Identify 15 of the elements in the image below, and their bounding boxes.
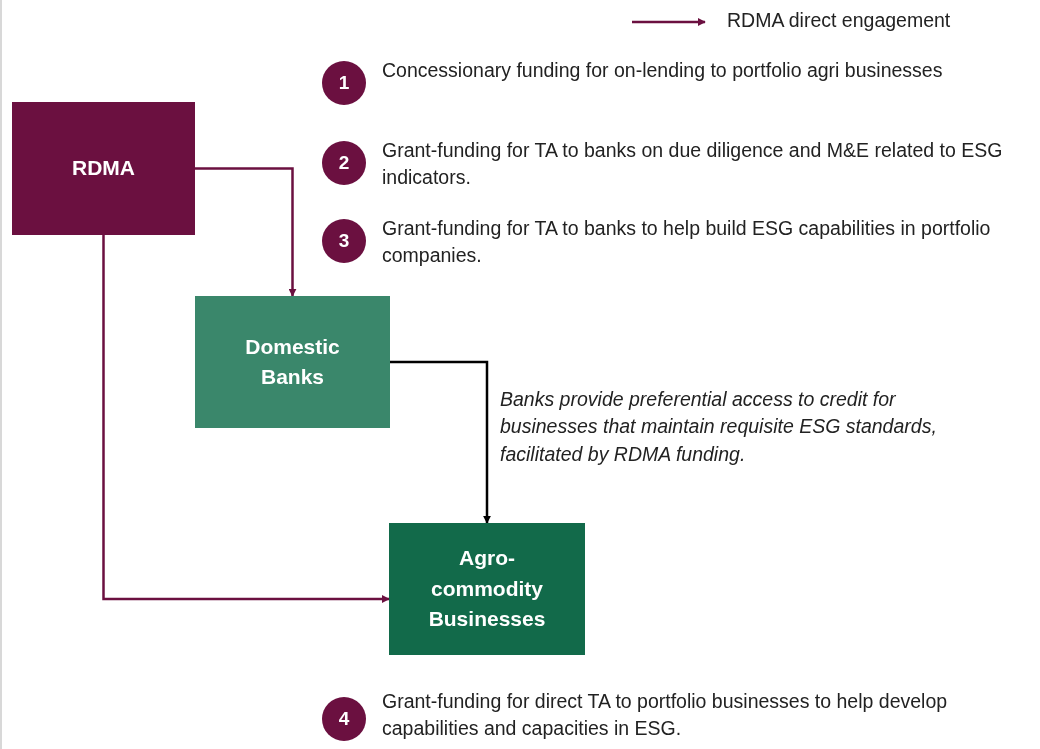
step-number: 4 (322, 697, 366, 741)
step-number: 1 (322, 61, 366, 105)
legend-text: RDMA direct engagement (727, 9, 951, 32)
arrow (102, 235, 390, 603)
entity-box: RDMA (12, 102, 195, 235)
arrow (195, 167, 297, 297)
step-number: 3 (322, 219, 366, 263)
step-number: 2 (322, 141, 366, 185)
step-description: Grant-funding for TA to banks to help build ESG capabilities in portfolio companies. (382, 216, 992, 269)
arrow (390, 360, 491, 524)
entity-box: Agro-commodity Businesses (389, 523, 585, 655)
step-description: Concessionary funding for on-lending to portfolio agri businesses (382, 58, 944, 83)
entity-box: Domestic Banks (195, 296, 390, 428)
step-description: Grant-funding for direct TA to portfolio businesses to help develop capabilities and capacities in ESG. (382, 689, 949, 742)
step-description: Grant-funding for TA to banks on due diligence and M&E related to ESG indicators. (382, 138, 1004, 191)
